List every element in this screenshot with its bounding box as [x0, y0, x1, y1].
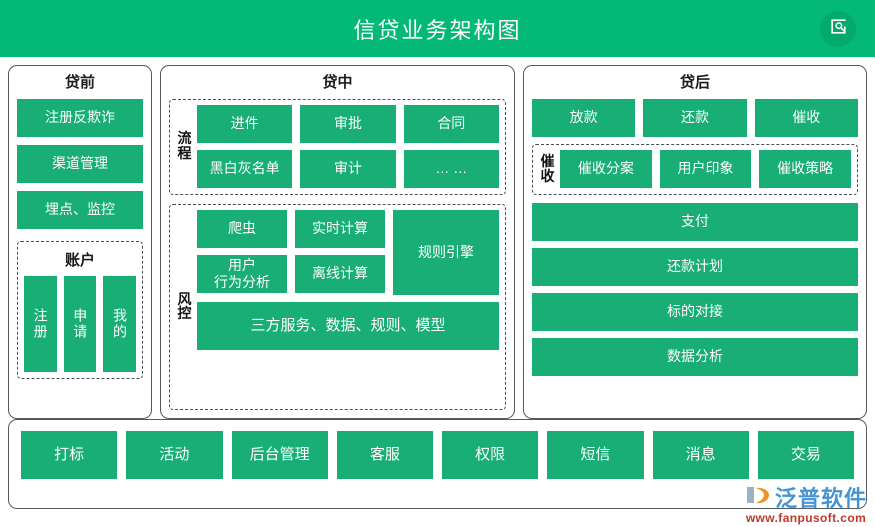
- tile-flow-item[interactable]: 审计: [300, 149, 396, 188]
- collection-row: 催收分案 用户印象 催收策略: [560, 149, 852, 188]
- tile-flow-item[interactable]: 合同: [403, 104, 499, 143]
- tile-common-service[interactable]: 后台管理: [231, 431, 328, 479]
- tile-collection-item[interactable]: 用户印象: [659, 149, 752, 188]
- flow-row: 进件 审批 合同: [197, 104, 499, 143]
- tile-third-party-services[interactable]: 三方服务、数据、规则、模型: [197, 301, 499, 350]
- group-flow-label: 流程: [177, 130, 192, 161]
- tile-collection-item[interactable]: 催收策略: [759, 149, 852, 188]
- search-zoom-button[interactable]: [820, 10, 856, 47]
- risk-control-left-grid: 爬虫 实时计算 用户行为分析 离线计算: [197, 209, 385, 295]
- post-loan-wide-list: 支付 还款计划 标的对接 数据分析: [532, 202, 858, 376]
- group-risk-control: 风控 爬虫 实时计算 用户行为分析 离线计算 规则引擎: [169, 203, 506, 410]
- collection-tile-row: 催收分案 用户印象 催收策略: [560, 149, 852, 188]
- watermark-url: www.fanpusoft.com: [745, 511, 867, 525]
- tile-pre-loan-item[interactable]: 注册反欺诈: [17, 98, 143, 137]
- tile-post-loan-wide-item[interactable]: 标的对接: [532, 292, 858, 331]
- tile-post-loan-wide-item[interactable]: 支付: [532, 202, 858, 241]
- tile-post-loan-item[interactable]: 放款: [532, 98, 636, 137]
- group-collection: 催收 催收分案 用户印象 催收策略: [532, 143, 858, 195]
- panel-common-services: 打标 活动 后台管理 客服 权限 短信 消息 交易: [8, 419, 867, 509]
- tile-flow-item[interactable]: 进件: [197, 104, 293, 143]
- tile-flow-item[interactable]: … …: [403, 149, 499, 188]
- tile-common-service[interactable]: 活动: [126, 431, 223, 479]
- common-service-list: 打标 活动 后台管理 客服 权限 短信 消息 交易: [21, 431, 854, 479]
- page-title: 信贷业务架构图: [353, 17, 522, 43]
- panel-post-loan: 贷后 放款 还款 催收 催收 催收分案 用户印象 催收策略 支付 还款计划 标的…: [523, 65, 867, 419]
- group-flow: 流程 进件 审批 合同 黑白灰名单 审计 … …: [169, 98, 506, 195]
- group-risk-control-label: 风控: [177, 290, 192, 322]
- account-item-list: 注册 申请 我的: [24, 275, 137, 372]
- tile-common-service[interactable]: 客服: [336, 431, 433, 479]
- architecture-board: 贷前 注册反欺诈 渠道管理 埋点、监控 账户 注册 申请 我的 贷中 流程 进件…: [0, 57, 875, 419]
- risk-row: 用户行为分析 离线计算: [197, 254, 385, 293]
- tile-common-service[interactable]: 交易: [757, 431, 854, 479]
- tile-post-loan-item[interactable]: 催收: [754, 98, 858, 137]
- panel-during-loan: 贷中 流程 进件 审批 合同 黑白灰名单 审计 … … 风控: [160, 65, 515, 419]
- tile-risk-item[interactable]: 实时计算: [295, 209, 385, 248]
- tile-pre-loan-item[interactable]: 埋点、监控: [17, 190, 143, 229]
- group-account: 账户 注册 申请 我的: [17, 240, 143, 379]
- tile-pre-loan-item[interactable]: 渠道管理: [17, 144, 143, 183]
- tile-rule-engine[interactable]: 规则引擎: [393, 209, 499, 295]
- panel-pre-loan: 贷前 注册反欺诈 渠道管理 埋点、监控 账户 注册 申请 我的: [8, 65, 152, 419]
- tile-post-loan-item[interactable]: 还款: [643, 98, 747, 137]
- group-collection-label: 催收: [540, 152, 555, 184]
- tile-collection-item[interactable]: 催收分案: [560, 149, 652, 188]
- tile-common-service[interactable]: 短信: [547, 431, 644, 479]
- risk-control-body: 爬虫 实时计算 用户行为分析 离线计算 规则引擎 三方服务、数据、规则、模型: [197, 209, 499, 404]
- panel-pre-loan-title: 贷前: [64, 74, 95, 91]
- pre-loan-item-list: 注册反欺诈 渠道管理 埋点、监控: [17, 98, 143, 237]
- tile-common-service[interactable]: 打标: [21, 431, 118, 479]
- tile-risk-item[interactable]: 离线计算: [295, 254, 385, 293]
- tile-common-service[interactable]: 消息: [652, 431, 749, 479]
- search-zoom-icon: [829, 17, 848, 41]
- tile-account-item[interactable]: 注册: [24, 275, 57, 372]
- post-loan-top-row: 放款 还款 催收: [532, 98, 858, 137]
- flow-tile-grid: 进件 审批 合同 黑白灰名单 审计 … …: [197, 104, 499, 188]
- tile-post-loan-wide-item[interactable]: 数据分析: [532, 337, 858, 376]
- risk-row: 爬虫 实时计算: [197, 209, 385, 248]
- panel-during-loan-title: 贷中: [322, 74, 353, 91]
- flow-row: 黑白灰名单 审计 … …: [197, 149, 499, 188]
- risk-control-columns: 爬虫 实时计算 用户行为分析 离线计算 规则引擎: [197, 209, 499, 295]
- tile-account-item[interactable]: 申请: [63, 275, 97, 372]
- app-header: 信贷业务架构图: [0, 0, 875, 57]
- tile-flow-item[interactable]: 黑白灰名单: [197, 149, 293, 188]
- tile-account-item[interactable]: 我的: [103, 275, 137, 372]
- tile-flow-item[interactable]: 审批: [300, 104, 396, 143]
- tile-common-service[interactable]: 权限: [442, 431, 539, 479]
- panel-post-loan-title: 贷后: [679, 74, 710, 91]
- tile-risk-item[interactable]: 爬虫: [197, 209, 287, 248]
- tile-post-loan-wide-item[interactable]: 还款计划: [532, 247, 858, 286]
- group-account-title: 账户: [64, 251, 95, 269]
- tile-risk-item[interactable]: 用户行为分析: [197, 254, 287, 293]
